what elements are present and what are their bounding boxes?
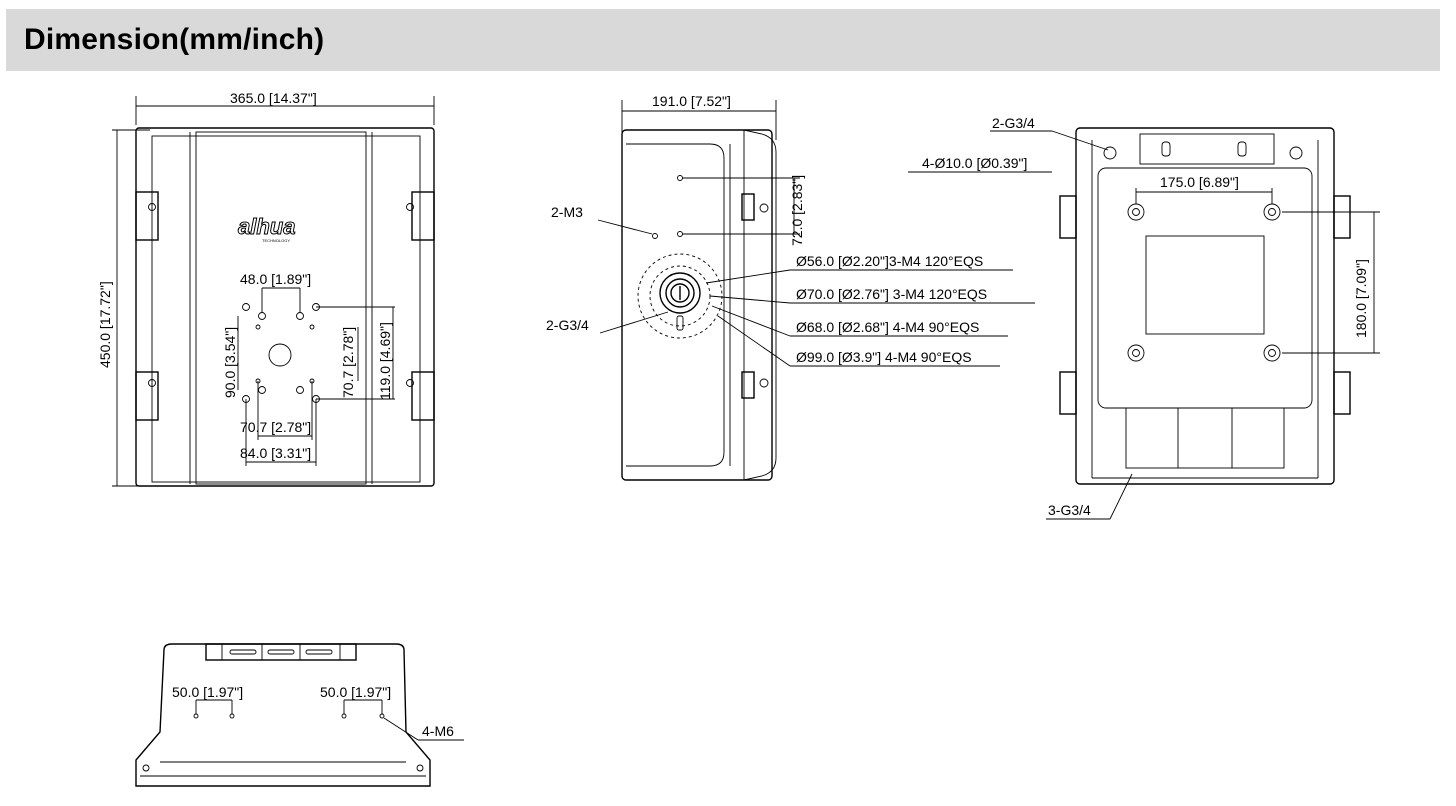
back-gland-top-label: 2-G3/4 [992,115,1035,131]
front-bracket-br [411,371,435,421]
bottom-right-spacing-label: 50.0 [1.97"] [320,684,391,700]
back-view: 175.0 [6.89"] 180.0 [7.09"] 2-G3/4 4-Ø10… [908,115,1380,520]
back-gland-bottom-label: 3-G3/4 [1048,502,1091,518]
back-spacing-v-label: 180.0 [7.09"] [1353,259,1369,338]
back-center-window [1145,235,1265,335]
back-hole-tr [1263,203,1281,221]
pcd-56-label: Ø56.0 [Ø2.20"]3-M4 120°EQS [796,253,983,269]
hole-bottom-outer-label: 84.0 [3.31"] [240,445,311,461]
screw-label: 2-M3 [551,204,583,220]
front-inner-outline [151,135,421,483]
pcd-99-label: Ø99.0 [Ø3.9"] 4-M4 90°EQS [796,349,972,365]
bottom-gland-strip [205,643,357,661]
bottom-view: 50.0 [1.97"] 50.0 [1.97"] 4-M6 [135,643,464,787]
hole-bottom-inner-label: 70.7 [2.78"] [240,419,311,435]
side-vertical-label: 72.0 [2.83"] [789,175,805,246]
side-gland-label: 2-G3/4 [546,317,589,333]
front-bracket-tr [411,191,435,241]
back-hole-br [1263,344,1281,362]
side-body-outline [621,129,773,481]
section-title: Dimension(mm/inch) [24,23,325,56]
back-hole-bl [1127,344,1145,362]
center-hole [268,343,292,367]
front-height-label: 450.0 [17.72"] [97,281,113,368]
section-header: Dimension(mm/inch) [6,9,1440,71]
pcd-68-label: Ø68.0 [Ø2.68"] 4-M4 90°EQS [796,319,979,335]
hole-right-outer-label: 119.0 [4.69"] [377,322,393,400]
m3-screw-hole [652,233,658,239]
bottom-body-outline [135,643,431,787]
side-view: 191.0 [7.52"] 72.0 [2.83"] 2-M3 2-G3/4 Ø… [546,93,1035,481]
hole-left-label: 90.0 [3.54"] [222,327,238,398]
bottom-screws-label: 4-M6 [422,723,454,739]
gland-outer [659,272,701,314]
pcd-outer-circle [637,253,723,339]
back-gland-area [1125,407,1285,469]
side-width-label: 191.0 [7.52"] [652,93,731,109]
back-mount-plate [1097,167,1313,409]
brand-logo: alhua [238,214,295,239]
brand-logo-sub: TECHNOLOGY [262,238,290,243]
front-body-outline [135,127,435,487]
front-center-panel [195,131,367,485]
hole-right-inner-label: 70.7 [2.78"] [340,327,356,398]
bottom-left-spacing-label: 50.0 [1.97"] [172,684,243,700]
front-view: 365.0 [14.37"] 450.0 [17.72"] alhua TECH… [97,90,435,487]
front-bracket-tl [135,191,159,241]
back-spacing-h-label: 175.0 [6.89"] [1160,174,1239,190]
back-holes-label: 4-Ø10.0 [Ø0.39"] [922,155,1027,171]
pcd-70-label: Ø70.0 [Ø2.76"] 3-M4 120°EQS [796,286,987,302]
front-width-label: 365.0 [14.37"] [230,90,317,106]
front-bracket-bl [135,371,159,421]
back-hole-tl [1127,203,1145,221]
hole-top-label: 48.0 [1.89"] [240,271,311,287]
back-body-outline [1075,127,1335,485]
